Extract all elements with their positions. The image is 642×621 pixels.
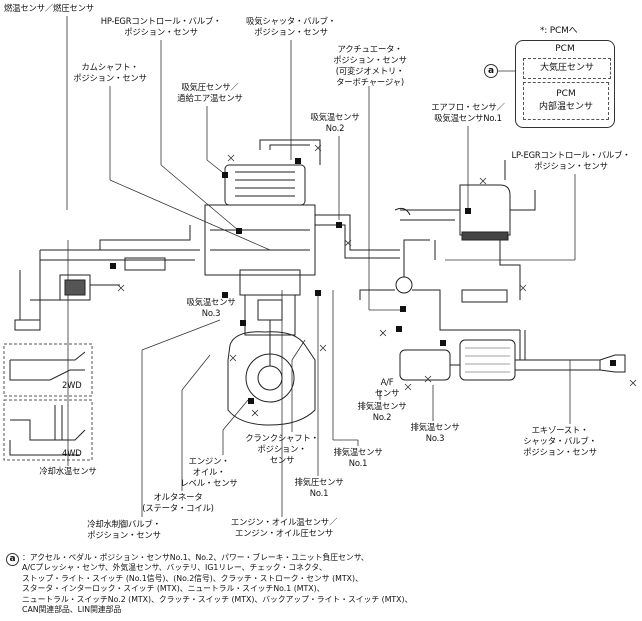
exhaust-system bbox=[359, 239, 626, 381]
label-coolant-control-valve-position-sensor: 冷却水制御バルブ・ ポジション・センサ bbox=[87, 519, 161, 540]
fuel-system bbox=[14, 225, 200, 331]
intake-system bbox=[204, 139, 461, 276]
label-crankshaft-position-sensor: クランクシャフト・ ポジション・ センサ bbox=[245, 433, 319, 465]
label-af-sensor: A/F センサ bbox=[374, 377, 400, 398]
label-exhaust-temp-sensor-2: 排気温センサ No.2 bbox=[357, 401, 407, 422]
air-intake bbox=[394, 160, 536, 300]
label-exhaust-temp-sensor-3: 排気温センサ No.3 bbox=[410, 422, 460, 443]
barometric-pressure-sensor: 大気圧センサ bbox=[523, 58, 611, 79]
oil-pans bbox=[9, 351, 86, 456]
label-intake-air-temp-sensor-2: 吸気温センサ No.2 bbox=[310, 112, 360, 133]
label-camshaft-position-sensor: カムシャフト・ ポジション・センサ bbox=[73, 62, 147, 83]
label-lp-egr-valve-position-sensor: LP-EGRコントロール・バルブ・ ポジション・センサ bbox=[511, 150, 631, 171]
label-engine-oil-level-sensor: エンジン・ オイル・ レベル・センサ bbox=[180, 456, 238, 488]
marker-a: a bbox=[484, 64, 498, 78]
connector-marks bbox=[117, 144, 637, 417]
pcm-note: *: PCMへ bbox=[540, 26, 578, 36]
footnote-marker-a: a bbox=[6, 553, 19, 566]
label-coolant-temp-sensor: 冷却水温センサ bbox=[39, 466, 97, 476]
pcm-title: PCM bbox=[555, 44, 575, 54]
label-intake-shutter-valve-position-sensor: 吸気シャッタ・バルブ・ ポジション・センサ bbox=[246, 16, 336, 37]
label-hp-egr-valve-position-sensor: HP-EGRコントロール・バルブ・ ポジション・センサ bbox=[100, 16, 222, 37]
label-map-boost-air-temp-sensor: 吸気圧センサ／ 過給エア温センサ bbox=[177, 82, 243, 103]
label-2wd: 2WD bbox=[62, 380, 82, 390]
footnote-text: ：アクセル・ペダル・ポジション・センサNo.1、No.2、パワー・ブレーキ・ユニ… bbox=[22, 553, 413, 615]
label-exhaust-temp-sensor-1: 排気温センサ No.1 bbox=[333, 447, 383, 468]
drive-variant-boxes bbox=[3, 343, 93, 461]
label-intake-air-temp-sensor-3: 吸気温センサ No.3 bbox=[186, 297, 236, 318]
pcm-box: PCM 大気圧センサ PCM 内部温センサ bbox=[515, 40, 615, 128]
label-actuator-position-sensor: アクチュエータ・ ポジション・センサ (可変ジオメトリ・ ターボチャージャ) bbox=[333, 44, 407, 87]
label-maf-iat1-sensor: エアフロ・センサ／ 吸気温センサNo.1 bbox=[431, 102, 505, 123]
label-alternator-stator-coil: オルタネータ (ステータ・コイル) bbox=[142, 492, 214, 513]
label-exhaust-shutter-valve-position-sensor: エキゾースト・ シャッタ・バルブ・ ポジション・センサ bbox=[523, 425, 597, 457]
pcm-internal-temp-sensor: PCM 内部温センサ bbox=[523, 82, 609, 120]
leader-lines bbox=[66, 16, 576, 517]
label-4wd: 4WD bbox=[62, 448, 82, 458]
label-fuel-temp-pressure-sensor: 燃温センサ／燃圧センサ bbox=[4, 3, 94, 13]
sensor-markers bbox=[110, 158, 616, 404]
label-exhaust-pressure-sensor-1: 排気圧センサ No.1 bbox=[294, 477, 344, 498]
label-engine-oil-temp-pressure-sensor: エンジン・オイル温センサ／ エンジン・オイル圧センサ bbox=[230, 517, 338, 538]
engine-block bbox=[227, 269, 316, 426]
